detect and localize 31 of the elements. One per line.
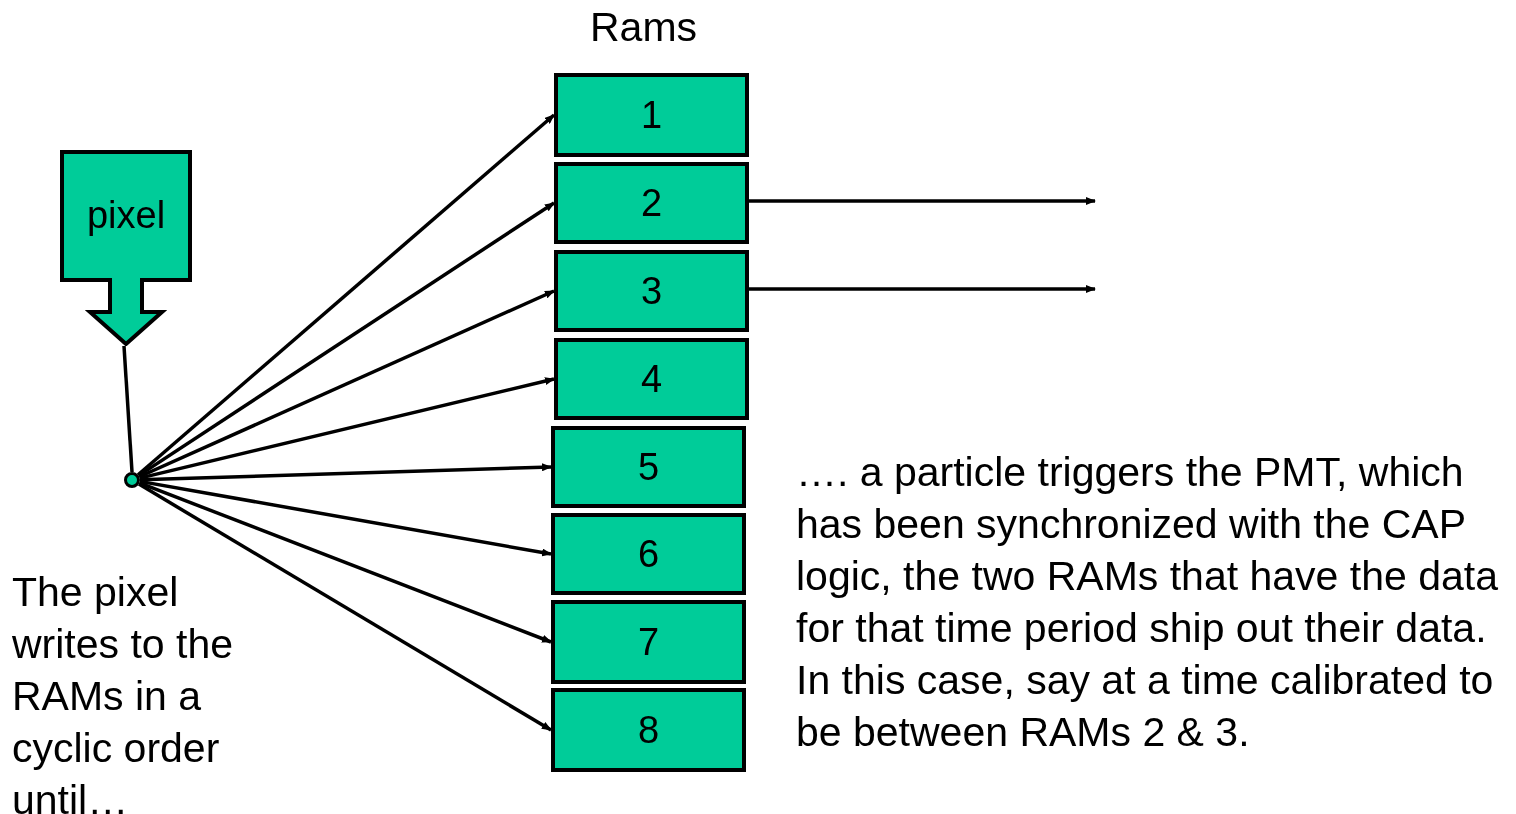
- ram-number: 1: [640, 96, 663, 134]
- arrow: [137, 482, 552, 732]
- note-text: …. a particle triggers the PMT, which has been synchronized with the CAP logic, the two RAMs that have the data for that time period ship out their data. In this case, say at a time calibrated to be between RAMs 2 & 3.: [796, 448, 1499, 757]
- ram-number: 2: [640, 184, 663, 222]
- ram-box: [551, 513, 746, 595]
- ram-box: [554, 250, 749, 332]
- ram-box: [554, 162, 749, 244]
- ram-number: 7: [637, 623, 660, 661]
- arrow: [139, 463, 552, 482]
- arrow: [136, 113, 556, 477]
- ram-number: 4: [640, 360, 663, 398]
- note-text: The pixel writes to the RAMs in a cyclic order until…: [12, 568, 235, 814]
- ram-box: [554, 73, 749, 157]
- arrow: [749, 197, 1096, 205]
- ram-number: 5: [637, 448, 660, 486]
- node-label: pixel: [86, 196, 166, 234]
- ram-number: 8: [637, 711, 660, 749]
- ram-box: [551, 688, 746, 772]
- arrow: [137, 201, 555, 478]
- ram-number: 3: [640, 272, 663, 310]
- arrow: [749, 285, 1096, 293]
- arrow: [139, 377, 555, 480]
- arrow: [138, 481, 552, 644]
- arrow: [139, 479, 552, 557]
- column-heading: Rams: [590, 4, 698, 50]
- ram-box: [551, 600, 746, 684]
- ram-box: [554, 338, 749, 420]
- arrow: [138, 289, 555, 479]
- pixel-block-arrow: [60, 150, 192, 346]
- ram-box: [551, 426, 746, 508]
- ram-number: 6: [637, 535, 660, 573]
